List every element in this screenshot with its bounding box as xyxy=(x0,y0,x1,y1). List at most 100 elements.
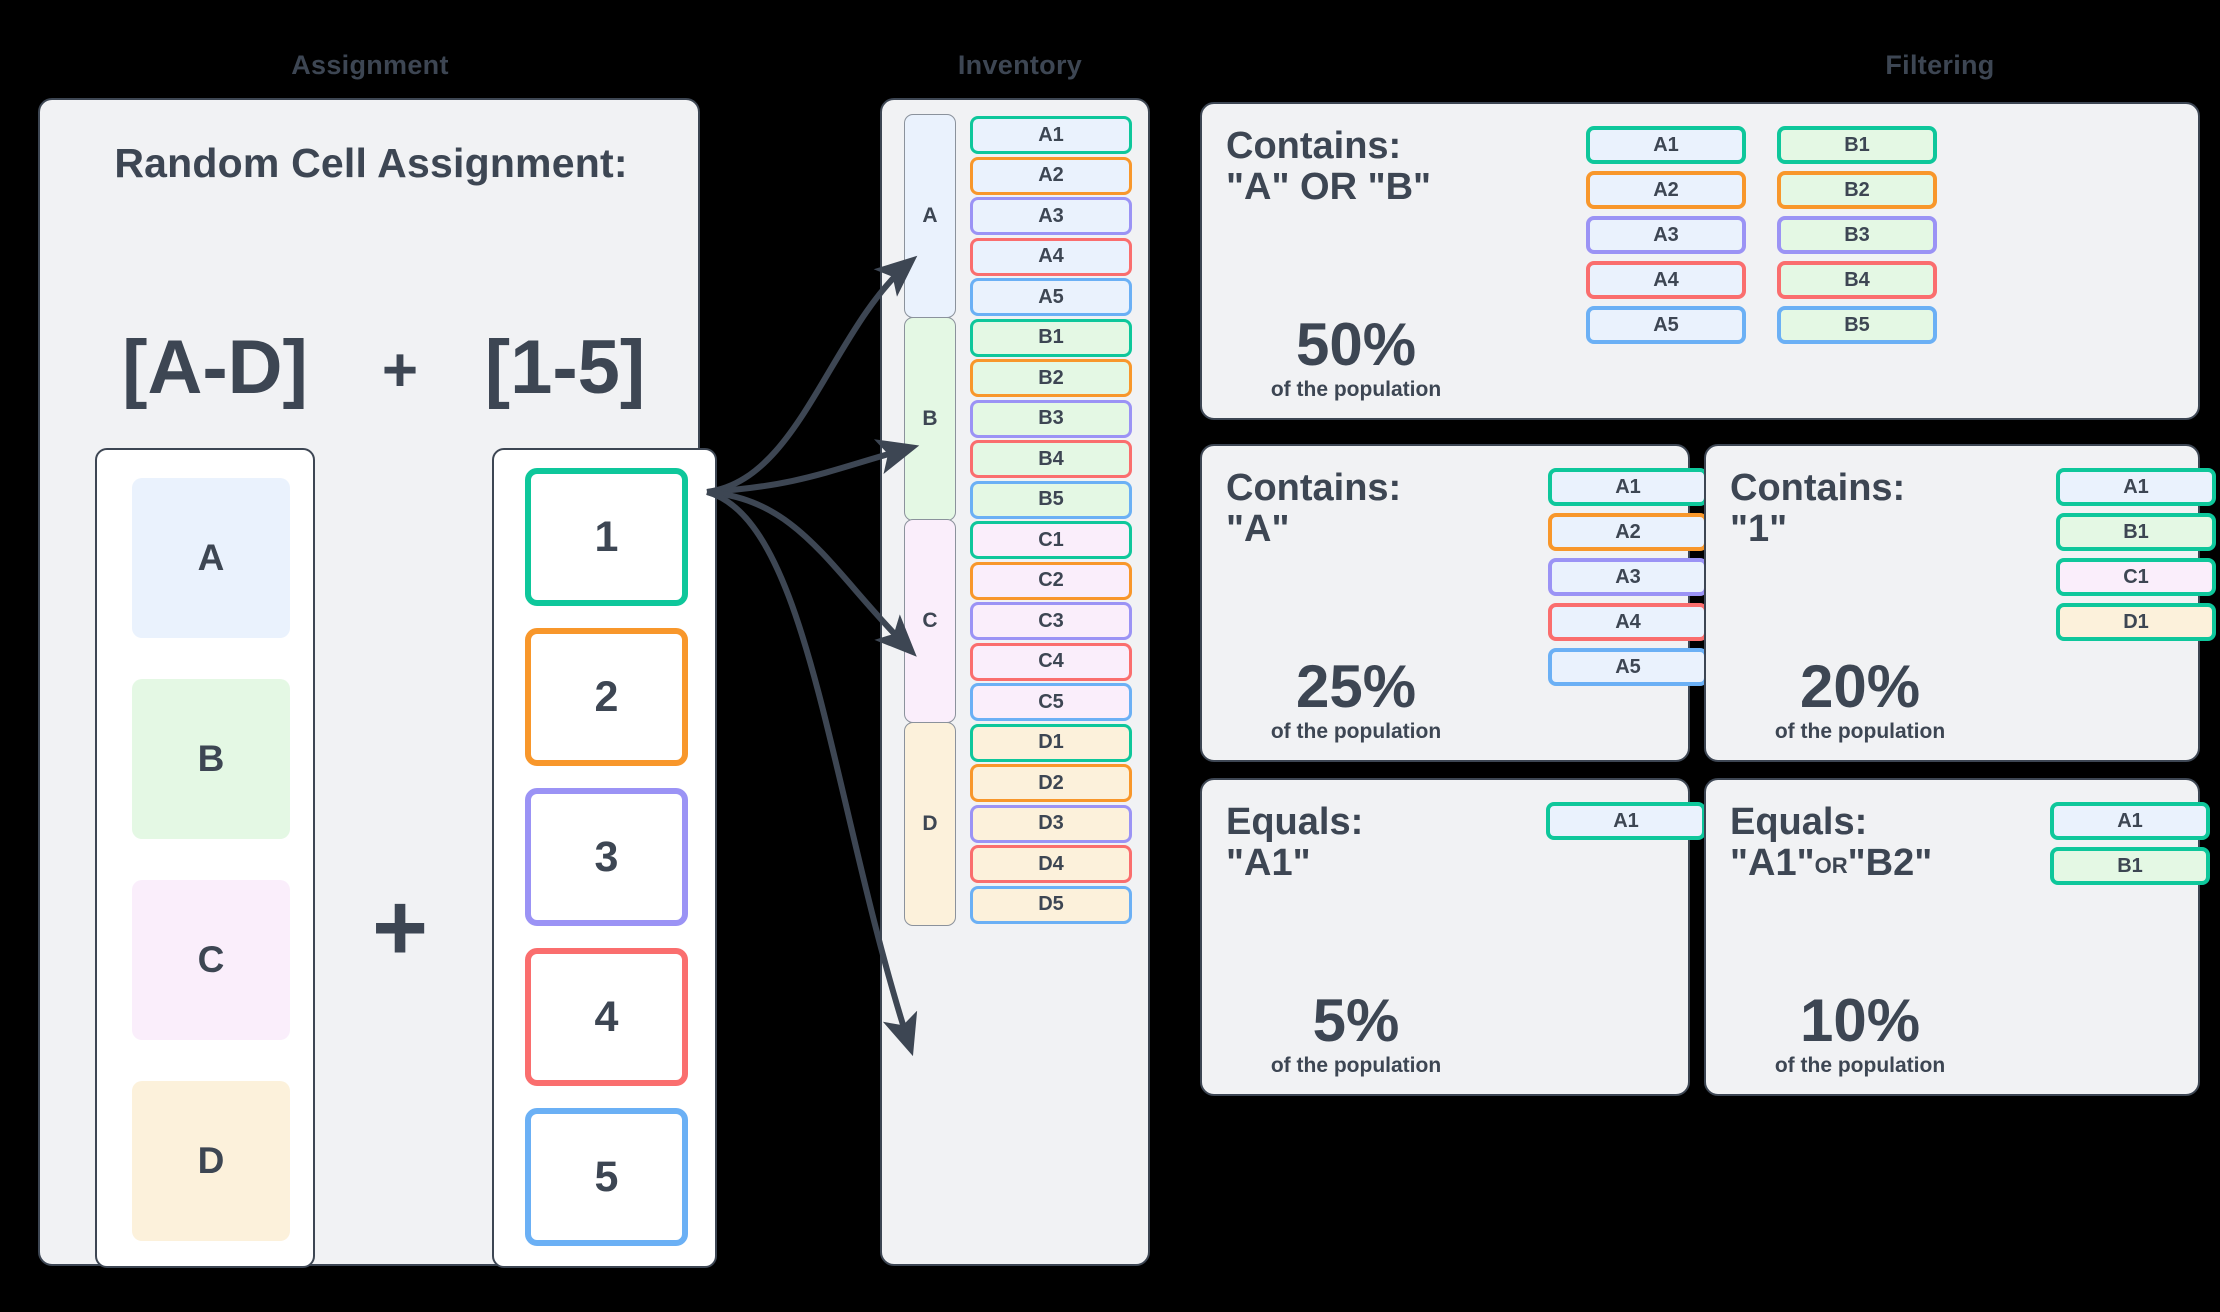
filter-operator-0: Contains: xyxy=(1226,125,1402,167)
heading-filtering: Filtering xyxy=(1885,50,1995,80)
formula-plus-token: + xyxy=(381,336,419,405)
filter-result-column-3-0: A1 xyxy=(1546,802,1706,840)
filter-result-cell-A1[interactable]: A1 xyxy=(2050,802,2210,840)
filter-operator-3: Equals: xyxy=(1226,801,1364,843)
inventory-cell-B1[interactable]: B1 xyxy=(970,318,1132,357)
formula-letters-token: [A-D] xyxy=(122,325,308,410)
number-card-2[interactable]: 2 xyxy=(525,628,688,766)
number-card-1[interactable]: 1 xyxy=(525,468,688,606)
filter-percent-value-3: 5% xyxy=(1312,987,1400,1054)
filter-result-cell-A2[interactable]: A2 xyxy=(1548,513,1708,551)
letter-card-b[interactable]: B xyxy=(132,679,290,839)
filter-target-part-4-2: "B2" xyxy=(1847,842,1933,885)
filter-result-cell-A1[interactable]: A1 xyxy=(1548,468,1708,506)
filter-result-cell-A1[interactable]: A1 xyxy=(1586,126,1746,164)
filter-result-cell-B1[interactable]: B1 xyxy=(2050,847,2210,885)
filter-percent-block-0: 50%of the population xyxy=(1226,315,1486,402)
inventory-cell-A2[interactable]: A2 xyxy=(970,156,1132,195)
inventory-cell-A4[interactable]: A4 xyxy=(970,237,1132,276)
inventory-cell-D5[interactable]: D5 xyxy=(970,885,1132,924)
inventory-cell-D4[interactable]: D4 xyxy=(970,845,1132,883)
inventory-group-tab-d[interactable]: D xyxy=(904,721,956,926)
filter-label-3: Equals:"A1" xyxy=(1226,801,1364,884)
filter-result-cell-A4[interactable]: A4 xyxy=(1586,261,1746,299)
filter-result-cell-A5[interactable]: A5 xyxy=(1548,648,1708,686)
filter-target-2: "1" xyxy=(1730,508,1788,551)
filter-label-0: Contains:"A" OR "B" xyxy=(1226,125,1432,209)
filter-result-cell-B2[interactable]: B2 xyxy=(1777,171,1937,209)
filter-percent-value-1: 25% xyxy=(1295,653,1417,720)
filter-target-4: "A1"OR"B2" xyxy=(1730,843,1932,884)
inventory-cell-C5[interactable]: C5 xyxy=(970,683,1132,721)
number-card-5[interactable]: 5 xyxy=(525,1108,688,1246)
inventory-cell-D1[interactable]: D1 xyxy=(970,723,1132,762)
inventory-cell-C2[interactable]: C2 xyxy=(970,561,1132,600)
inventory-group-tab-b[interactable]: B xyxy=(904,316,956,521)
filter-result-cell-A3[interactable]: A3 xyxy=(1586,216,1746,254)
filter-percent-block-3: 5%of the population xyxy=(1226,991,1486,1078)
filter-target-1: "A" xyxy=(1226,508,1290,551)
filter-result-cell-C1[interactable]: C1 xyxy=(2056,558,2216,596)
filter-percent-block-4: 10%of the population xyxy=(1730,991,1990,1078)
filter-percent-block-1: 25%of the population xyxy=(1226,657,1486,744)
filter-result-cell-B5[interactable]: B5 xyxy=(1777,306,1937,344)
letter-card-c[interactable]: C xyxy=(132,880,290,1040)
filter-result-cell-A3[interactable]: A3 xyxy=(1548,558,1708,596)
inventory-cell-B3[interactable]: B3 xyxy=(970,399,1132,438)
filter-percent-value-2: 20% xyxy=(1799,653,1921,720)
filter-result-cell-A2[interactable]: A2 xyxy=(1586,171,1746,209)
filter-target-part-4-0: "A1" xyxy=(1730,842,1815,885)
inventory-cell-B4[interactable]: B4 xyxy=(970,440,1132,478)
assignment-title: Random Cell Assignment: xyxy=(114,140,628,186)
filter-result-cell-A1[interactable]: A1 xyxy=(2056,468,2216,506)
inventory-cell-B5[interactable]: B5 xyxy=(970,480,1132,519)
filter-operator-1: Contains: xyxy=(1226,467,1402,509)
filter-result-cell-B4[interactable]: B4 xyxy=(1777,261,1937,299)
filter-result-cell-B3[interactable]: B3 xyxy=(1777,216,1937,254)
filter-result-cell-B1[interactable]: B1 xyxy=(1777,126,1937,164)
number-card-column: 1 2 3 4 5 xyxy=(492,448,717,1268)
filter-target-0: "A" OR "B" xyxy=(1226,166,1432,209)
filter-percent-value-0: 50% xyxy=(1295,311,1417,378)
number-card-4[interactable]: 4 xyxy=(525,948,688,1086)
inventory-cell-A1[interactable]: A1 xyxy=(970,116,1132,154)
inventory-group-tab-c[interactable]: C xyxy=(904,519,956,723)
filter-result-cell-D1[interactable]: D1 xyxy=(2056,603,2216,641)
inventory-cell-C1[interactable]: C1 xyxy=(970,521,1132,559)
filter-target-part-4-1: OR xyxy=(1814,853,1848,879)
filter-percent-note-4: of the population xyxy=(1774,1054,1946,1077)
number-card-3[interactable]: 3 xyxy=(525,788,688,926)
filter-operator-4: Equals: xyxy=(1730,801,1868,843)
filter-result-cell-A4[interactable]: A4 xyxy=(1548,603,1708,641)
letter-card-a[interactable]: A xyxy=(132,478,290,638)
filter-percent-note-0: of the population xyxy=(1270,378,1442,401)
inventory-cell-A3[interactable]: A3 xyxy=(970,197,1132,235)
filter-label-1: Contains:"A" xyxy=(1226,467,1402,551)
filter-percent-value-4: 10% xyxy=(1799,987,1921,1054)
inventory-cell-D3[interactable]: D3 xyxy=(970,804,1132,843)
filter-operator-2: Contains: xyxy=(1730,467,1906,509)
filter-result-cell-A5[interactable]: A5 xyxy=(1586,306,1746,344)
inventory-cell-A5[interactable]: A5 xyxy=(970,278,1132,316)
inventory-group-tab-a[interactable]: A xyxy=(904,114,956,318)
filter-result-cell-A1[interactable]: A1 xyxy=(1546,802,1706,840)
inventory-cell-C4[interactable]: C4 xyxy=(970,642,1132,681)
inventory-cell-B2[interactable]: B2 xyxy=(970,359,1132,397)
inventory-cell-D2[interactable]: D2 xyxy=(970,764,1132,802)
letter-card-d[interactable]: D xyxy=(132,1081,290,1241)
inventory-cell-C3[interactable]: C3 xyxy=(970,602,1132,640)
filter-percent-note-1: of the population xyxy=(1270,720,1442,743)
filter-result-cell-B1[interactable]: B1 xyxy=(2056,513,2216,551)
heading-inventory: Inventory xyxy=(957,50,1083,80)
